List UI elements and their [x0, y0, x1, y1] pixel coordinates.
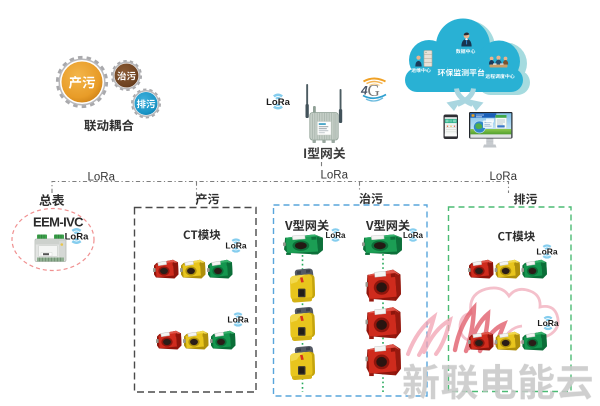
svg-text:LoRa: LoRa — [88, 172, 116, 184]
svg-text:LoRa: LoRa — [536, 247, 558, 257]
svg-text:LoRa: LoRa — [537, 318, 559, 328]
svg-text:LoRa: LoRa — [65, 231, 89, 242]
svg-text:4: 4 — [360, 84, 368, 98]
svg-text:LoRa: LoRa — [321, 170, 349, 182]
svg-text:LoRa: LoRa — [403, 231, 424, 240]
svg-text:LoRa: LoRa — [326, 231, 347, 240]
svg-text:LoRa: LoRa — [490, 171, 518, 183]
svg-text:LoRa: LoRa — [227, 315, 249, 325]
svg-text:LoRa: LoRa — [225, 241, 247, 251]
svg-text:EEM-IVC: EEM-IVC — [33, 215, 84, 230]
svg-text:LoRa: LoRa — [266, 97, 290, 108]
svg-text:G: G — [368, 81, 380, 100]
